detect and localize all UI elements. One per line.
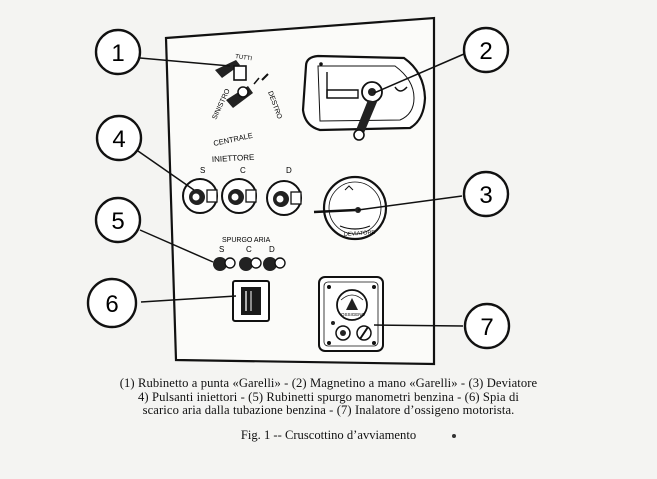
oxygen-inhaler: OSSIGENO	[318, 276, 384, 352]
label-c-iniettore: C	[240, 166, 246, 175]
callout-7: 7	[463, 302, 511, 350]
callout-number-3: 3	[479, 182, 492, 209]
label-c-spurgo: C	[246, 245, 252, 254]
drain-tap-c	[239, 257, 262, 271]
injector-button-s	[182, 178, 218, 214]
label-d-iniettore: D	[286, 166, 292, 175]
callout-6: 6	[86, 277, 138, 329]
callout-2: 2	[462, 26, 510, 74]
label-ossigeno: OSSIGENO	[341, 312, 366, 317]
figure-caption: (1) Rubinetto a punta «Garelli» - (2) Ma…	[6, 376, 651, 418]
label-deviatore: DEVIATORE	[344, 230, 376, 238]
caption-line-2: 4) Pulsanti iniettori - (5) Rubinetti sp…	[138, 389, 519, 404]
drain-tap-d	[263, 257, 286, 271]
selector-valve: DEVIATORE	[313, 175, 388, 241]
callout-4: 4	[95, 114, 143, 162]
drain-tap-s	[213, 257, 236, 271]
label-s-iniettore: S	[200, 166, 205, 175]
callout-5: 5	[94, 196, 142, 244]
callout-3: 3	[462, 170, 510, 218]
injector-button-d	[266, 180, 302, 216]
ink-dot	[452, 434, 456, 438]
hand-magneto	[301, 54, 427, 141]
caption-line-3: scarico aria dalla tubazione benzina - (…	[142, 403, 515, 418]
label-spurgo-aria: SPURGO ARIA	[222, 237, 271, 244]
injector-button-c	[221, 178, 257, 214]
callout-number-1: 1	[111, 40, 124, 67]
caption-line-1: (1) Rubinetto a punta «Garelli» - (2) Ma…	[119, 376, 538, 390]
leader-lines	[137, 53, 465, 327]
label-tutti: TUTTI	[235, 54, 253, 62]
label-s-spurgo: S	[219, 245, 224, 254]
callout-1: 1	[94, 28, 142, 76]
callout-number-5: 5	[111, 208, 124, 235]
figure-title: Fig. 1 -- Cruscottino d’avviamento	[240, 428, 417, 442]
callout-number-6: 6	[105, 291, 118, 318]
callout-number-4: 4	[112, 126, 125, 153]
label-d-spurgo: D	[269, 245, 275, 254]
callout-number-2: 2	[479, 38, 492, 65]
label-iniettore: INIETTORE	[212, 153, 255, 164]
callout-number-7: 7	[480, 314, 493, 341]
air-vent-sight-glass	[232, 280, 270, 322]
